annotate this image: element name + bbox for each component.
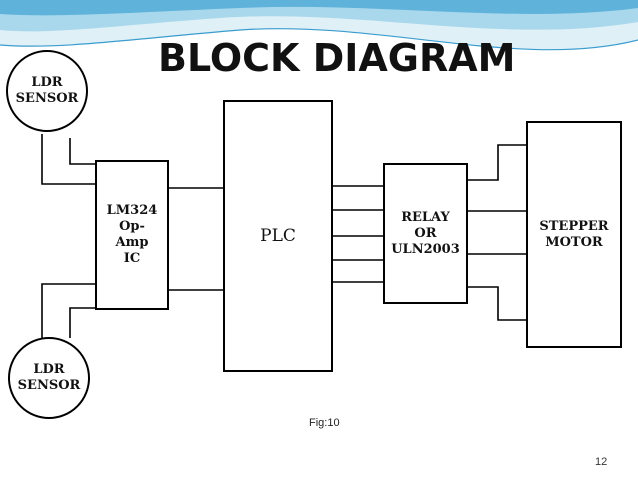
plc-label: PLC	[260, 226, 296, 246]
figure-caption: Fig:10	[309, 417, 340, 429]
opamp-block: LM324 Op- Amp IC	[95, 160, 169, 310]
relay-label: RELAY OR ULN2003	[391, 209, 460, 257]
wire-ldr-top-1	[41, 134, 96, 185]
stepper-motor-label: STEPPER MOTOR	[539, 218, 609, 250]
ldr-sensor-top: LDR SENSOR	[6, 50, 88, 132]
wire-ldr-bottom-2	[69, 307, 96, 338]
page-number: 12	[595, 456, 608, 468]
ldr-sensor-bottom: LDR SENSOR	[8, 337, 90, 419]
wire-relay-stepper-1	[467, 144, 527, 181]
wave-header-decoration	[0, 0, 638, 51]
opamp-label: LM324 Op- Amp IC	[106, 203, 158, 266]
stepper-motor-block: STEPPER MOTOR	[526, 121, 622, 348]
ldr-sensor-top-label: LDR SENSOR	[15, 75, 79, 106]
wire-relay-stepper-4	[467, 286, 527, 321]
page-title: BLOCK DIAGRAM	[158, 36, 516, 80]
ldr-sensor-bottom-label: LDR SENSOR	[17, 362, 81, 393]
wire-ldr-bottom-1	[41, 283, 96, 344]
relay-block: RELAY OR ULN2003	[383, 163, 468, 304]
plc-block: PLC	[223, 100, 333, 372]
wire-ldr-top-2	[69, 138, 96, 165]
